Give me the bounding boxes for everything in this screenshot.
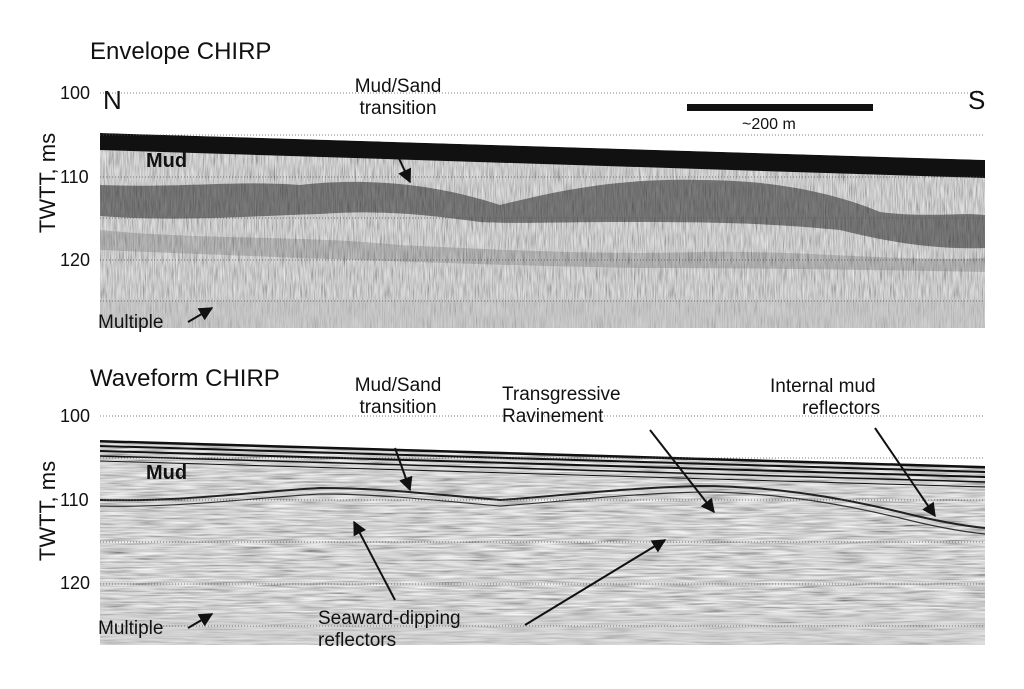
seaward-dipping-label: Seaward-dipping reflectors	[318, 608, 461, 652]
waveform-mud-sand-label: Mud/Sand transition	[338, 375, 458, 419]
ravinement-arrow	[649, 429, 715, 514]
envelope-mud-sand-line1: Mud/Sand	[354, 76, 442, 97]
waveform-y-axis-label: TWTT, ms	[35, 460, 60, 562]
envelope-panel	[100, 92, 985, 328]
envelope-mud-sand-label: Mud/Sand transition	[338, 76, 458, 120]
south-label: S	[968, 85, 986, 115]
envelope-mud-sand-line2: transition	[359, 98, 437, 119]
multiple-arrow-waveform	[187, 613, 214, 629]
waveform-seafloor-reflectors	[100, 440, 985, 488]
internal-line2: reflectors	[802, 398, 881, 419]
envelope-title: Envelope CHIRP	[90, 38, 272, 65]
transgressive-ravinement-label: Transgressive Ravinement	[502, 384, 621, 428]
transgressive-line1: Transgressive	[502, 384, 621, 405]
waveform-title: Waveform CHIRP	[90, 365, 280, 392]
internal-line1: Internal mud	[770, 376, 876, 397]
waveform-mud-sand-line1: Mud/Sand	[354, 375, 442, 396]
envelope-y-axis-label: TWTT, ms	[35, 132, 60, 234]
multiple-arrow-envelope	[187, 307, 214, 323]
waveform-multiple-label: Multiple	[98, 618, 164, 639]
envelope-tick-100: 100	[60, 83, 91, 103]
waveform-tick-120: 120	[60, 573, 91, 593]
envelope-multiple-label: Multiple	[98, 312, 164, 333]
waveform-tick-110: 110	[60, 490, 89, 510]
waveform-gridlines	[100, 415, 985, 627]
seaward-line1: Seaward-dipping	[318, 608, 461, 629]
waveform-section-image	[100, 440, 985, 645]
seaward-line2: reflectors	[318, 630, 397, 651]
internal-mud-reflectors-label: Internal mud reflectors	[770, 376, 880, 420]
waveform-mud-sand-line2: transition	[359, 397, 437, 418]
seaward-arrow-left	[353, 520, 396, 601]
internal-reflectors-arrow	[874, 427, 936, 518]
scale-bar	[687, 104, 873, 111]
north-label: N	[103, 85, 122, 115]
envelope-tick-110: 110	[60, 167, 89, 187]
waveform-panel	[100, 415, 985, 645]
mud-sand-arrow-waveform	[394, 447, 413, 492]
scale-bar-label: ~200 m	[742, 116, 796, 133]
mud-sand-arrow-envelope	[394, 149, 411, 184]
envelope-tick-120: 120	[60, 250, 91, 270]
envelope-mud-label: Mud	[146, 150, 188, 172]
envelope-section-image	[100, 133, 985, 328]
waveform-tick-100: 100	[60, 406, 91, 426]
seaward-arrow-right	[524, 539, 667, 626]
transgressive-line2: Ravinement	[502, 406, 604, 427]
waveform-mud-label: Mud	[146, 462, 188, 484]
envelope-gridlines	[100, 92, 985, 302]
